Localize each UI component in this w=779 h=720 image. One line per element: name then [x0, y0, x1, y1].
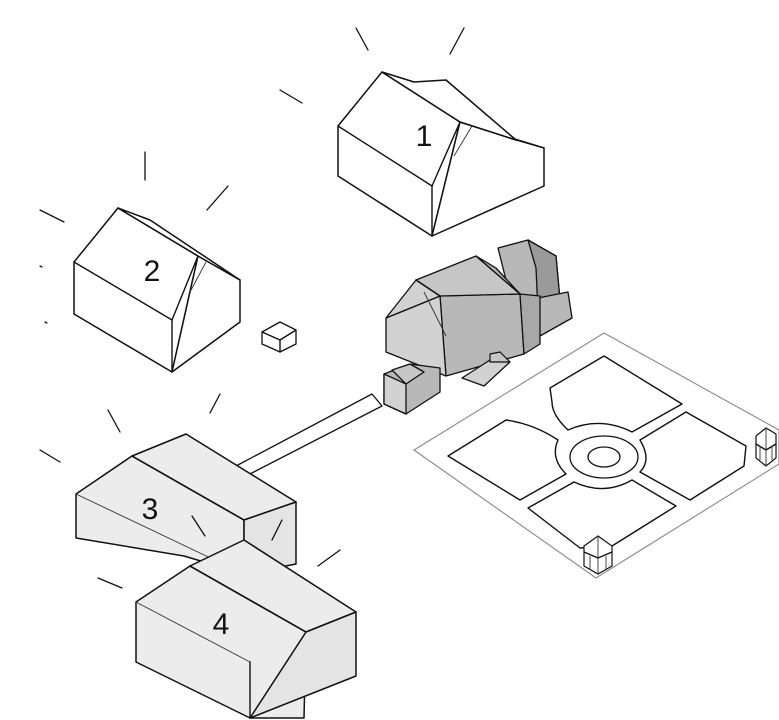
- manor-house: [383, 239, 573, 415]
- house-4-label: 4: [213, 608, 230, 641]
- emphasis-marks: [39, 27, 465, 589]
- house-1: [337, 71, 545, 237]
- garden-bed-west: [447, 419, 567, 501]
- pavilion-south: [583, 535, 613, 575]
- house-2: [73, 207, 241, 373]
- garden-bed-north: [549, 355, 683, 433]
- garden-fountain: [587, 446, 621, 468]
- formal-garden: [413, 332, 779, 579]
- connecting-path: [235, 393, 383, 477]
- house-2-label: 2: [144, 255, 161, 288]
- pavilion-east: [755, 427, 777, 467]
- garden-bed-east: [639, 411, 747, 501]
- garden-bed-south: [527, 479, 677, 549]
- shed: [261, 321, 297, 353]
- house-1-label: 1: [416, 120, 433, 153]
- house-3-label: 3: [142, 493, 159, 526]
- house-4: [135, 539, 357, 719]
